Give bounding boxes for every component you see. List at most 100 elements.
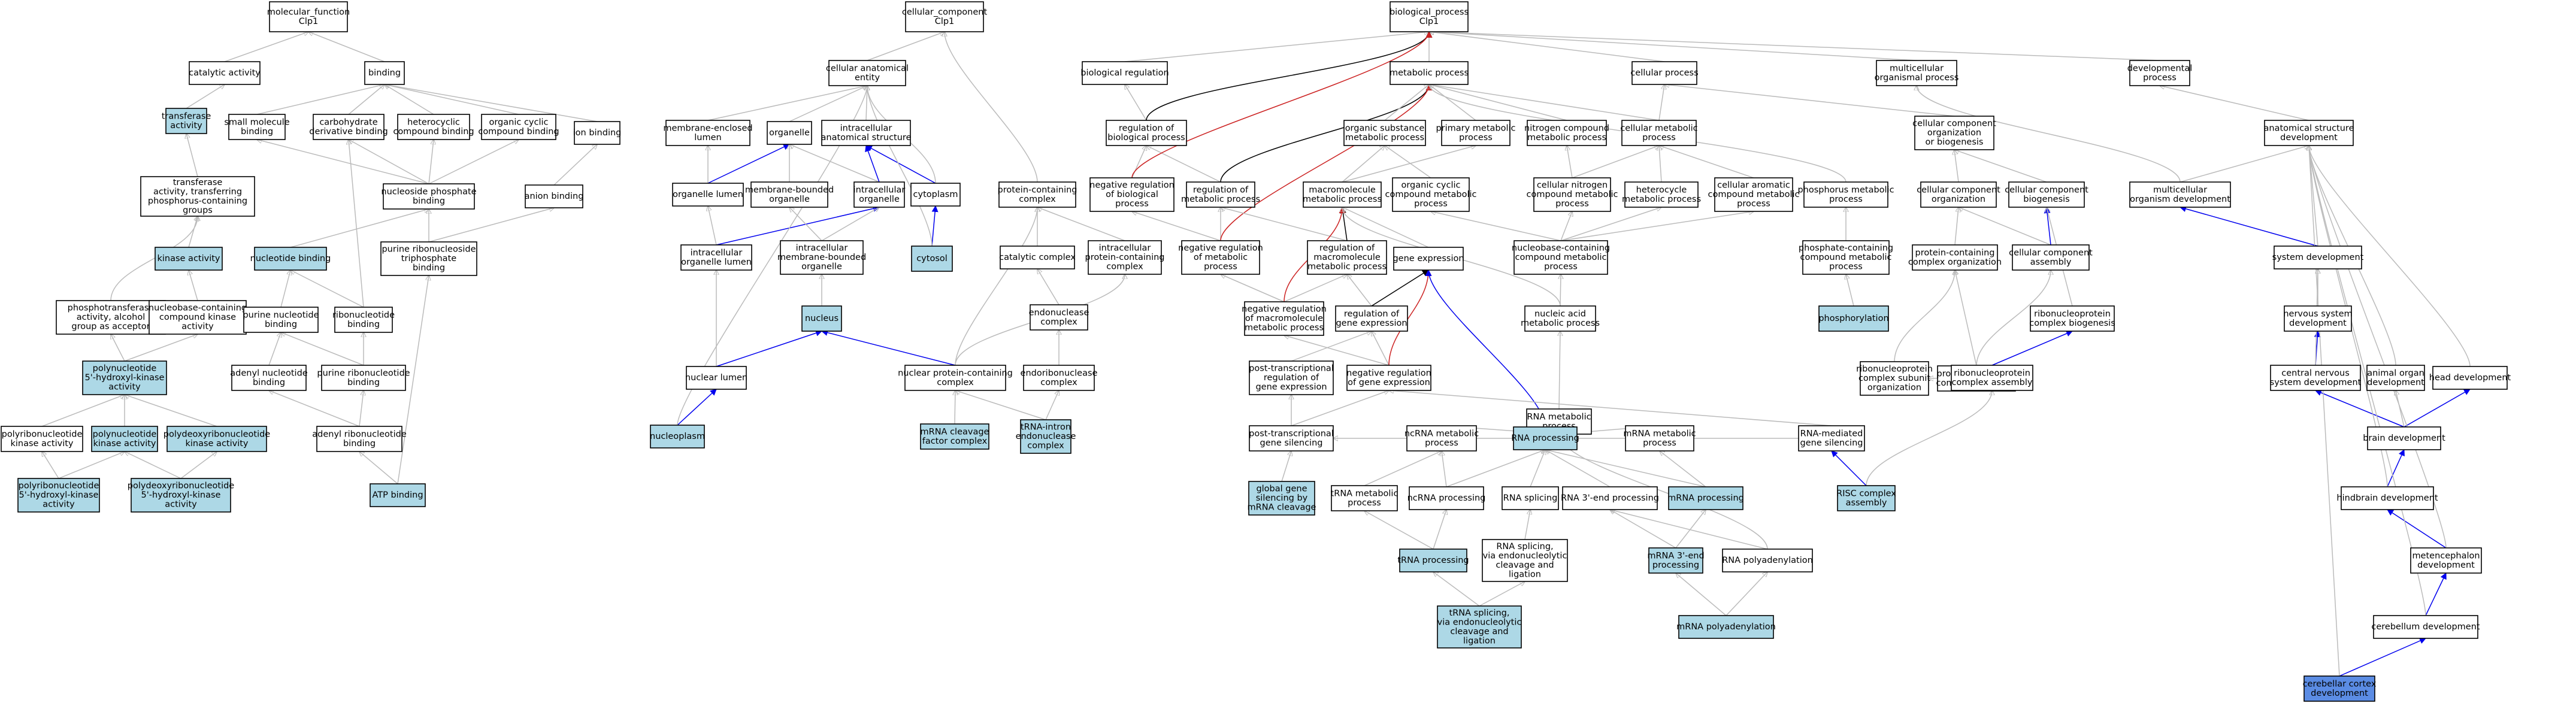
term-node-cyto[interactable]: cytoplasm bbox=[910, 183, 961, 207]
term-node-cp[interactable]: cellular process bbox=[1630, 61, 1699, 85]
term-node-breg[interactable]: biological regulation bbox=[1080, 61, 1169, 85]
term-node-mrnap[interactable]: mRNA processing bbox=[1667, 486, 1744, 510]
term-node-org[interactable]: organelle bbox=[767, 121, 812, 145]
term-node-mpa[interactable]: mRNA polyadenylation bbox=[1676, 615, 1776, 639]
term-node-anion[interactable]: anion binding bbox=[525, 184, 584, 208]
term-node-rsec[interactable]: RNA splicing,via endonucleolyticcleavage… bbox=[1482, 539, 1568, 582]
term-node-cytosol[interactable]: cytosol bbox=[911, 246, 953, 272]
term-node-nucb[interactable]: nucleotide binding bbox=[250, 247, 331, 271]
term-node-orgl[interactable]: organelle lumen bbox=[672, 183, 744, 207]
term-node-cbd[interactable]: cerebellum development bbox=[2371, 615, 2480, 639]
term-node-pr5k[interactable]: polyribonucleotide5'-hydroxyl-kinaseacti… bbox=[17, 478, 100, 513]
term-node-rnap[interactable]: RNA processing bbox=[1511, 426, 1579, 450]
term-node-hd[interactable]: head development bbox=[2429, 366, 2511, 390]
term-node-trnap[interactable]: tRNA processing bbox=[1397, 549, 1469, 572]
term-node-rnas[interactable]: RNA splicing bbox=[1502, 486, 1559, 510]
term-node-atp[interactable]: ATP binding bbox=[370, 483, 426, 507]
term-node-ion[interactable]: ion binding bbox=[573, 121, 622, 145]
term-node-rpa[interactable]: RNA polyadenylation bbox=[1722, 549, 1813, 572]
term-node-nucl[interactable]: nuclear lumen bbox=[685, 366, 747, 390]
term-node-phos[interactable]: phosphorylation bbox=[1818, 305, 1889, 332]
term-node-bd[interactable]: brain development bbox=[2363, 426, 2445, 450]
term-node-hbd[interactable]: hindbrain development bbox=[2336, 486, 2438, 510]
term-node-nucleoplasm[interactable]: nucleoplasm bbox=[650, 425, 705, 449]
term-node-trsec[interactable]: tRNA splicing,via endonucleolyticcleavag… bbox=[1437, 605, 1522, 649]
term-node-ncrnap[interactable]: ncRNA processing bbox=[1407, 486, 1486, 510]
term-node-bind[interactable]: binding bbox=[364, 61, 405, 85]
